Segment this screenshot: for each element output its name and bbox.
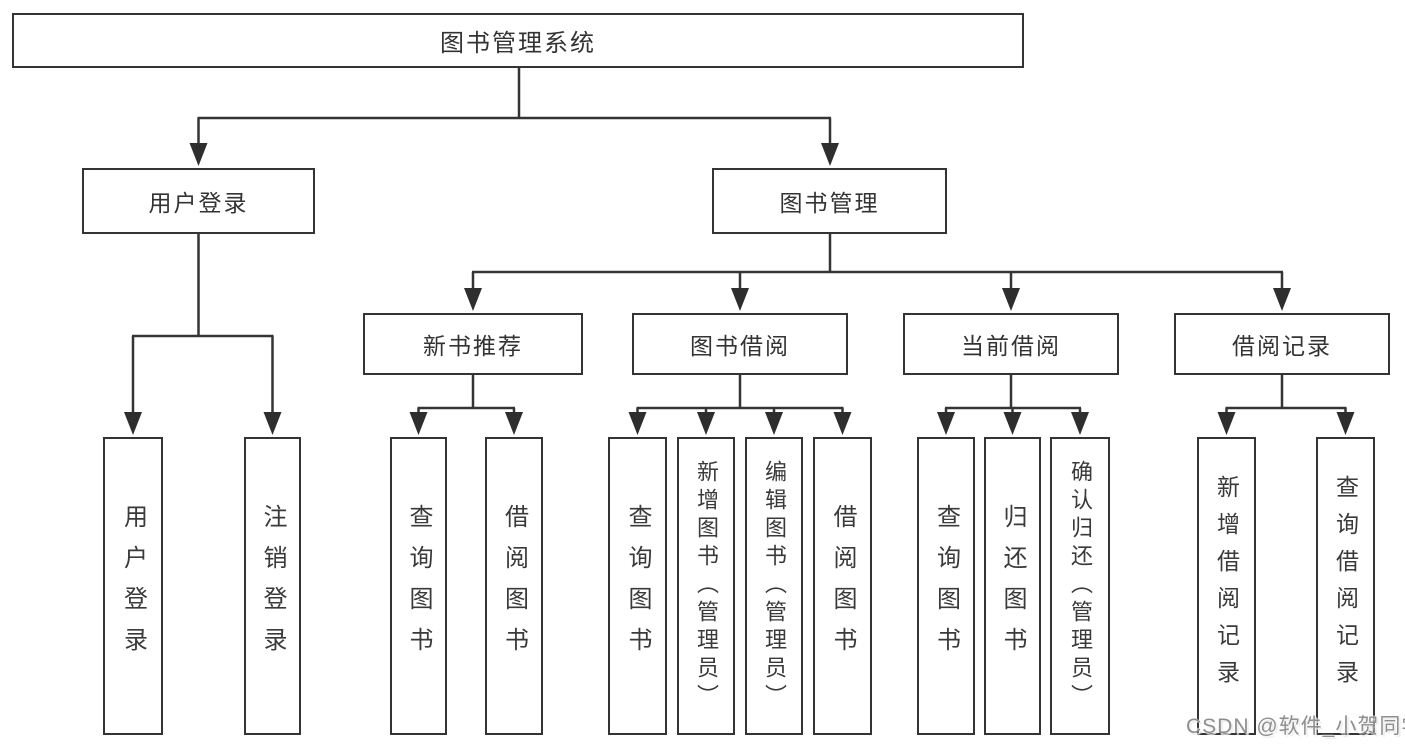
leaf-borrow-edit-books-admin: 编辑图书（管理员） bbox=[745, 437, 803, 735]
node-new-book-recommend: 新书推荐 bbox=[363, 313, 583, 375]
node-book-management: 图书管理 bbox=[712, 168, 947, 234]
node-book-borrow-label: 图书借阅 bbox=[690, 333, 790, 359]
leaf-current-confirm-return-admin: 确认归还（管理员） bbox=[1050, 437, 1110, 735]
leaf-borrow-borrow-books-label: 借阅图书 bbox=[829, 504, 856, 668]
leaf-record-add-borrow-record-label: 新增借阅记录 bbox=[1213, 475, 1240, 697]
leaf-logout-login-label: 注销登录 bbox=[259, 504, 286, 668]
leaf-newbook-borrow-books-label: 借阅图书 bbox=[500, 504, 528, 668]
leaf-borrow-add-books-admin-label: 新增图书（管理员） bbox=[694, 460, 719, 712]
leaf-borrow-query-books-label: 查询图书 bbox=[624, 504, 651, 668]
csdn-watermark: CSDN @软件_小贺同学 bbox=[1186, 715, 1405, 738]
leaf-current-confirm-return-admin-label: 确认归还（管理员） bbox=[1068, 460, 1093, 712]
leaf-borrow-query-books: 查询图书 bbox=[608, 437, 667, 735]
leaf-record-query-borrow-record-label: 查询借阅记录 bbox=[1332, 475, 1359, 697]
node-user-login-label: 用户登录 bbox=[148, 190, 249, 216]
leaf-current-query-books-label: 查询图书 bbox=[932, 504, 960, 668]
leaf-logout-login: 注销登录 bbox=[244, 437, 301, 735]
leaf-current-return-books: 归还图书 bbox=[984, 437, 1041, 735]
leaf-record-add-borrow-record: 新增借阅记录 bbox=[1197, 437, 1256, 735]
node-borrow-record-label: 借阅记录 bbox=[1232, 333, 1332, 359]
leaf-borrow-edit-books-admin-label: 编辑图书（管理员） bbox=[762, 460, 787, 712]
node-root-system-label: 图书管理系统 bbox=[440, 30, 596, 57]
node-new-book-recommend-label: 新书推荐 bbox=[423, 333, 523, 359]
leaf-newbook-query-books: 查询图书 bbox=[390, 437, 447, 735]
leaf-newbook-query-books-label: 查询图书 bbox=[405, 504, 432, 668]
leaf-borrow-add-books-admin: 新增图书（管理员） bbox=[677, 437, 735, 735]
leaf-current-return-books-label: 归还图书 bbox=[999, 504, 1026, 668]
node-root-system: 图书管理系统 bbox=[12, 13, 1024, 68]
node-book-borrow: 图书借阅 bbox=[632, 313, 848, 375]
node-book-management-label: 图书管理 bbox=[779, 190, 880, 216]
leaf-record-query-borrow-record: 查询借阅记录 bbox=[1316, 437, 1375, 735]
leaf-borrow-borrow-books: 借阅图书 bbox=[813, 437, 872, 735]
leaf-newbook-borrow-books: 借阅图书 bbox=[485, 437, 543, 735]
leaf-user-login-label: 用户登录 bbox=[119, 504, 147, 668]
node-user-login: 用户登录 bbox=[82, 168, 315, 234]
leaf-current-query-books: 查询图书 bbox=[917, 437, 975, 735]
node-current-borrow: 当前借阅 bbox=[903, 313, 1119, 375]
node-current-borrow-label: 当前借阅 bbox=[961, 333, 1061, 359]
leaf-user-login: 用户登录 bbox=[103, 437, 163, 735]
node-borrow-record: 借阅记录 bbox=[1174, 313, 1390, 375]
